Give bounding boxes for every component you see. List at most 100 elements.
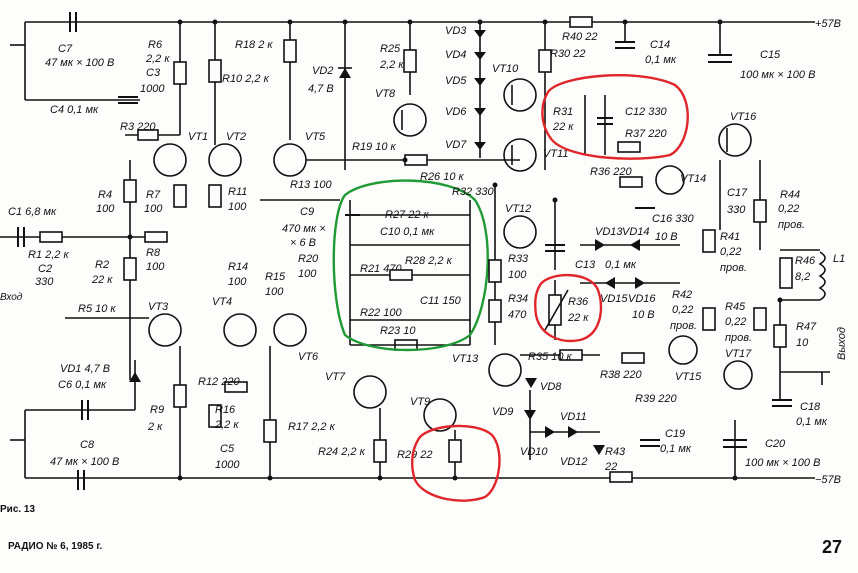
svg-text:VD10: VD10 — [520, 446, 548, 458]
output-label: Выход — [836, 327, 848, 360]
svg-text:C15: C15 — [760, 49, 781, 61]
svg-text:VT6: VT6 — [298, 351, 319, 363]
r5-resistor: R5 10 к — [65, 303, 149, 319]
vt17-mosfet: VT17 — [723, 348, 753, 390]
svg-text:10 В: 10 В — [632, 309, 655, 321]
svg-text:R28 2,2 к: R28 2,2 к — [405, 255, 453, 267]
svg-text:100 мк × 100 В: 100 мк × 100 В — [740, 69, 815, 81]
svg-text:0,1 мк: 0,1 мк — [605, 259, 637, 271]
svg-text:R30 22: R30 22 — [550, 48, 585, 60]
pos-rail-label: +57В — [815, 18, 841, 30]
svg-text:VD1 4,7 В: VD1 4,7 В — [60, 363, 110, 375]
svg-text:C1 6,8 мк: C1 6,8 мк — [8, 206, 57, 218]
c9-capacitor-label: C9 470 мк × × 6 В — [282, 206, 326, 249]
svg-text:R40 22: R40 22 — [562, 31, 597, 43]
svg-text:2,2 к: 2,2 к — [145, 53, 170, 65]
svg-text:R29 22: R29 22 — [397, 449, 432, 461]
svg-text:C4 0,1 мк: C4 0,1 мк — [50, 104, 99, 116]
svg-text:R3 220: R3 220 — [120, 121, 156, 133]
svg-text:VT10: VT10 — [492, 63, 519, 75]
c15-capacitor: C15 100 мк × 100 В — [708, 22, 815, 81]
svg-text:R9: R9 — [150, 404, 164, 416]
svg-text:47 мк × 100 В: 47 мк × 100 В — [45, 57, 114, 69]
vt15-mosfet: VT15 — [668, 335, 702, 383]
svg-text:C18: C18 — [800, 401, 821, 413]
svg-text:R14: R14 — [228, 261, 248, 273]
svg-text:VT11: VT11 — [543, 148, 568, 160]
svg-text:VT5: VT5 — [305, 131, 326, 143]
vt14-transistor: VT14 — [655, 165, 706, 195]
svg-text:VD16: VD16 — [628, 293, 656, 305]
svg-text:C3: C3 — [146, 67, 161, 79]
svg-text:R34: R34 — [508, 293, 528, 305]
vt2-transistor: VT2 — [208, 131, 246, 177]
svg-text:100 мк × 100 В: 100 мк × 100 В — [745, 457, 820, 469]
svg-text:8,2: 8,2 — [795, 271, 810, 283]
page-number: 27 — [822, 537, 842, 557]
svg-text:VT12: VT12 — [505, 203, 531, 215]
svg-text:22 к: 22 к — [552, 121, 574, 133]
vt4-transistor: VT4 — [212, 296, 257, 347]
svg-text:R32 330: R32 330 — [452, 186, 494, 198]
svg-text:47 мк × 100 В: 47 мк × 100 В — [50, 456, 119, 468]
svg-text:VD4: VD4 — [445, 49, 466, 61]
svg-text:R7: R7 — [146, 189, 161, 201]
svg-text:R20: R20 — [298, 253, 319, 265]
svg-text:100: 100 — [146, 261, 165, 273]
svg-text:VT8: VT8 — [375, 88, 396, 100]
vt11-transistor: VT11 — [503, 138, 568, 172]
positive-rail: +57В — [25, 18, 841, 30]
svg-text:C20: C20 — [765, 438, 786, 450]
svg-text:R22 100: R22 100 — [360, 307, 402, 319]
r38-r39: R38 220 R39 220 — [600, 352, 677, 405]
input-label: Вход — [0, 292, 23, 303]
vt6-transistor: VT6 — [273, 313, 319, 363]
svg-text:R24 2,2 к: R24 2,2 к — [318, 446, 366, 458]
feedback-network: R27 22 к C10 0,1 мк R21 470 R28 2,2 к R2… — [345, 200, 471, 351]
svg-text:C10 0,1 мк: C10 0,1 мк — [380, 226, 435, 238]
svg-text:R46: R46 — [795, 255, 816, 267]
svg-text:VT17: VT17 — [725, 348, 752, 360]
svg-text:R26 10 к: R26 10 к — [420, 171, 465, 183]
c4-capacitor: C4 0,1 мк — [50, 96, 138, 116]
svg-text:R5 10 к: R5 10 к — [78, 303, 116, 315]
svg-text:470 мк ×: 470 мк × — [282, 223, 326, 235]
svg-text:R39 220: R39 220 — [635, 393, 677, 405]
vt1-transistor: VT1 — [153, 131, 208, 177]
output-terminal: Выход — [780, 327, 848, 385]
svg-text:1000: 1000 — [215, 459, 240, 471]
vt8-transistor: VT8 — [375, 88, 427, 137]
svg-text:C5: C5 — [220, 443, 235, 455]
vt10-transistor: VT10 — [492, 63, 537, 112]
vt5-transistor: VT5 — [273, 131, 326, 177]
svg-text:0,1 мк: 0,1 мк — [660, 443, 692, 455]
svg-text:330: 330 — [35, 276, 54, 288]
svg-text:100: 100 — [228, 276, 247, 288]
svg-text:VT13: VT13 — [452, 353, 479, 365]
vt12-transistor: VT12 — [503, 203, 537, 249]
svg-text:0,22: 0,22 — [778, 203, 799, 215]
svg-text:R8: R8 — [146, 247, 161, 259]
svg-text:22 к: 22 к — [91, 274, 113, 286]
svg-text:VD11: VD11 — [560, 411, 587, 423]
vd9-vd12: VD9 VD11 VD10 VD12 — [492, 390, 605, 468]
svg-text:C2: C2 — [38, 263, 52, 275]
svg-text:C19: C19 — [665, 428, 685, 440]
svg-text:100: 100 — [228, 201, 247, 213]
svg-text:R16: R16 — [215, 404, 236, 416]
svg-text:0,1 мк: 0,1 мк — [645, 54, 677, 66]
vt7-transistor: VT7 — [325, 371, 387, 409]
svg-text:C14: C14 — [650, 39, 670, 51]
junction-dots — [127, 19, 783, 481]
red-highlight-r31-c12 — [541, 74, 689, 160]
svg-text:L1: L1 — [833, 253, 845, 265]
svg-text:10 В: 10 В — [655, 231, 678, 243]
